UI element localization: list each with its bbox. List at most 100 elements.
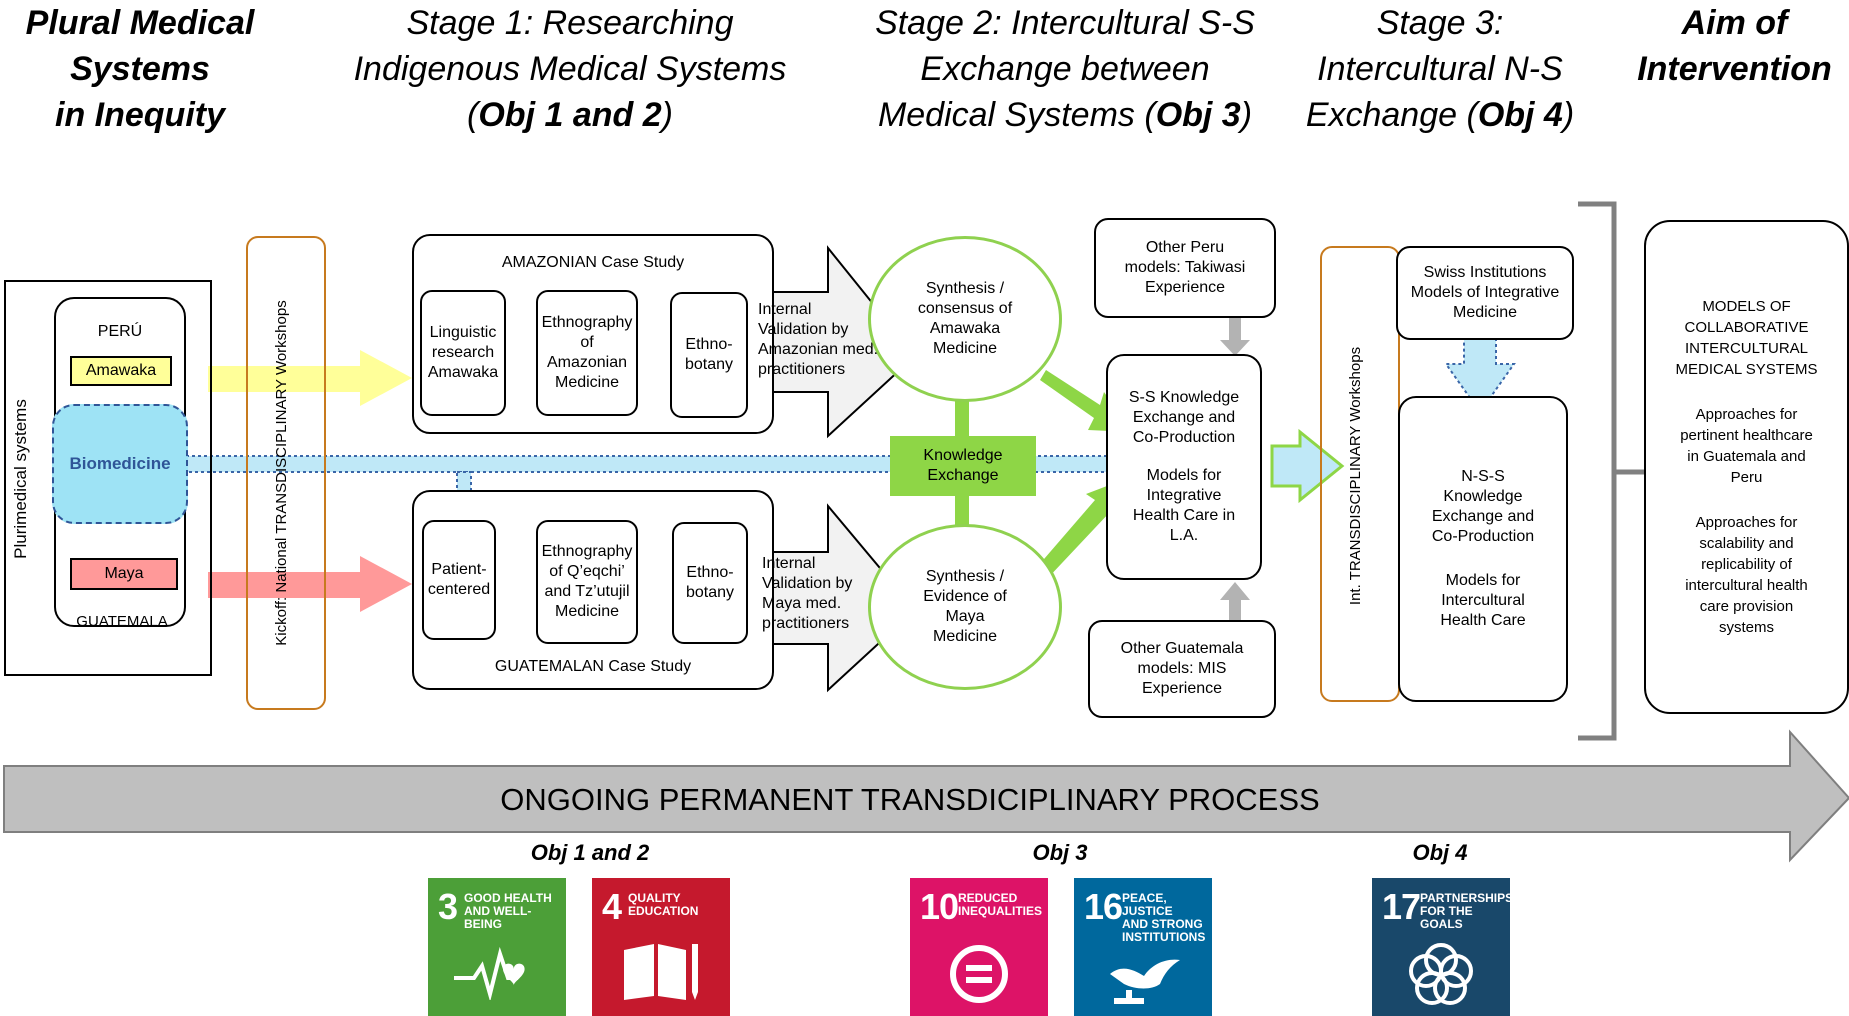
aim-l9: Peru — [1730, 469, 1763, 486]
header-stage2-line2: Exchange between — [920, 50, 1210, 88]
aim-l11: Approaches for — [1695, 514, 1798, 531]
ss-l5: Models for — [1146, 467, 1222, 484]
nss-l6: Models for — [1445, 572, 1521, 589]
header-stage1-obj: Obj 1 and 2 — [478, 96, 662, 134]
linguistic-l1: Linguistic — [429, 324, 497, 341]
sdg-3-label: GOOD HEALTH AND WELL-BEING — [464, 892, 566, 931]
header-plural-line2: Systems — [70, 50, 210, 88]
sdg-4-number: 4 — [602, 886, 622, 927]
maya-arrow — [208, 556, 412, 612]
aim-l3: INTERCULTURAL — [1684, 340, 1809, 357]
plural-systems-label: Plurimedical systems — [11, 399, 30, 559]
knowledge-exchange-box: Knowledge Exchange — [890, 436, 1036, 496]
header-stage2-l3-pre: Medical Systems ( — [877, 96, 1156, 134]
header-stage2-obj: Obj 3 — [1155, 96, 1241, 134]
nss-l2: Knowledge — [1443, 488, 1523, 505]
gt-syn-l4: Medicine — [932, 628, 998, 645]
amz-ethno-l3: Amazonian — [546, 354, 628, 371]
ss-l7: Health Care in — [1132, 507, 1236, 524]
header-plural-line1: Plural Medical — [25, 4, 255, 42]
gt-syn-l3: Maya — [945, 608, 985, 625]
patient-l1: Patient- — [431, 561, 487, 578]
kickoff-workshop-label: Kickoff: National TRANSDISCIPLINARY Work… — [273, 300, 290, 646]
other-gt-l2: models: MIS — [1137, 660, 1227, 677]
amz-ethno-l1: Ethnography — [541, 314, 633, 331]
guatemala-label: GUATEMALA — [76, 612, 168, 630]
aim-l2: COLLABORATIVE — [1684, 319, 1809, 336]
other-gt-l3: Experience — [1141, 680, 1223, 697]
plural-systems-frame — [4, 280, 212, 676]
amz-val-l3: Amazonian med. — [758, 341, 879, 358]
sdg-10-tile: 10 REDUCED INEQUALITIES — [910, 878, 1048, 1016]
aim-l13: replicability of — [1701, 556, 1792, 573]
ongoing-process-label: ONGOING PERMANENT TRANSDICIPLINARY PROCE… — [500, 782, 1320, 817]
gt-syn-l1: Synthesis / — [925, 568, 1005, 585]
patient-centered-box: Patient- centered — [422, 520, 496, 640]
guatemalan-title: GUATEMALAN Case Study — [494, 658, 692, 675]
sdg-3-tile: 3 GOOD HEALTH AND WELL-BEING — [428, 878, 566, 1016]
maya-validation-text: Internal Validation by Maya med. practit… — [762, 554, 892, 634]
header-stage1-l3-post: ) — [661, 96, 673, 134]
aim-l6: Approaches for — [1695, 406, 1798, 423]
sdg-17-tile: 17 PARTNERSHIPS FOR THE GOALS — [1372, 878, 1513, 1016]
header-stage2-l3-post: ) — [1240, 96, 1253, 134]
book-icon — [624, 944, 698, 1000]
gt-botany-l1: Ethno- — [686, 564, 734, 581]
equals-circle-icon — [950, 945, 1008, 1003]
nss-l3: Exchange and — [1431, 508, 1535, 525]
amz-syn-l3: Amawaka — [929, 320, 1001, 337]
aim-l8: in Guatemala and — [1687, 448, 1806, 465]
swiss-institutions-box: Swiss Institutions Models of Integrative… — [1396, 246, 1574, 340]
aim-l1: MODELS OF — [1702, 298, 1791, 315]
sdg-4-label-l2: EDUCATION — [628, 904, 699, 918]
sdg-17-label-l1: PARTNERSHIPS — [1420, 891, 1514, 905]
sdg-17-number: 17 — [1382, 886, 1421, 927]
ss-exchange-box: S-S Knowledge Exchange and Co-Production… — [1106, 354, 1262, 580]
aim-bracket — [1578, 201, 1617, 741]
rings-icon — [1409, 943, 1473, 1005]
sdg-10-label: REDUCED INEQUALITIES — [958, 892, 1042, 918]
header-stage1-line1: Stage 1: Researching — [406, 4, 734, 42]
sdg-17-label: PARTNERSHIPS FOR THE GOALS — [1420, 892, 1513, 931]
header-stage1-l3-pre: ( — [467, 96, 479, 134]
kickoff-workshop-box — [246, 236, 326, 710]
guatemalan-ethnobotany-box: Ethno- botany — [672, 522, 748, 644]
header-stage3-line1: Stage 3: — [1376, 4, 1504, 42]
obj-4-label: Obj 4 — [1412, 840, 1468, 865]
amz-val-l2: Validation by — [758, 321, 849, 338]
amz-syn-l2: consensus of — [917, 300, 1013, 317]
header-aim-line1: Aim of — [1681, 4, 1788, 42]
ss-l3: Co-Production — [1132, 429, 1236, 446]
header-stage3-obj: Obj 4 — [1477, 96, 1563, 134]
int-workshop-label: Int. TRANSDISCIPLINARY Workshops — [1347, 346, 1364, 606]
knowledge-l1: Knowledge — [923, 447, 1003, 464]
gt-val-l1: Internal — [762, 555, 816, 572]
swiss-l1: Swiss Institutions — [1423, 264, 1547, 281]
sdg-3-label-l1: GOOD HEALTH — [464, 891, 552, 905]
biomedicine-box — [52, 404, 188, 524]
sdg-10-label-l2: INEQUALITIES — [958, 904, 1043, 918]
header-stage3-l3-post: ) — [1562, 96, 1575, 134]
linguistic-l3: Amawaka — [427, 364, 499, 381]
swiss-l3: Medicine — [1452, 304, 1518, 321]
obj-3-label: Obj 3 — [1032, 840, 1088, 865]
sdg-17-label-l2: FOR THE GOALS — [1420, 904, 1473, 931]
guatemala-up-arrow — [1220, 582, 1250, 624]
gt-val-l4: practitioners — [762, 615, 850, 632]
other-peru-box: Other Peru models: Takiwasi Experience — [1094, 218, 1276, 318]
swiss-l2: Models of Integrative — [1410, 284, 1560, 301]
header-plural: Plural Medical Systems in Inequity — [0, 0, 280, 138]
other-peru-l1: Other Peru — [1145, 239, 1225, 256]
green-arrow-bottom — [1038, 478, 1128, 580]
gt-botany-l2: botany — [685, 584, 735, 601]
ongoing-arrow — [3, 729, 1849, 863]
linguistic-research-box: Linguistic research Amawaka — [420, 290, 506, 416]
ss-l8: L.A. — [1169, 527, 1199, 544]
amz-syn-l1: Synthesis / — [925, 280, 1005, 297]
ss-l6: Integrative — [1146, 487, 1222, 504]
nss-l7: Intercultural — [1441, 592, 1525, 609]
sdg-3-number: 3 — [438, 886, 458, 927]
knowledge-l2: Exchange — [927, 467, 999, 484]
gt-ethno-l4: Medicine — [554, 603, 620, 620]
aim-box: MODELS OF COLLABORATIVE INTERCULTURAL ME… — [1644, 220, 1849, 714]
